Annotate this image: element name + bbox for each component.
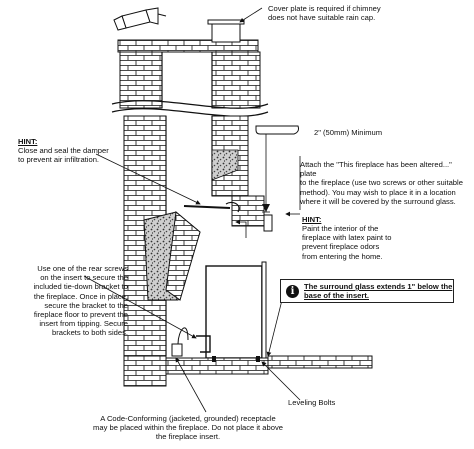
tie-down-bracket xyxy=(196,335,211,353)
surround-glass-note: The surround glass extends 1" below the … xyxy=(304,282,453,300)
electrical-receptacle xyxy=(171,327,189,357)
damper xyxy=(183,201,240,213)
receptacle-note: A Code-Conforming (jacketed, grounded) r… xyxy=(93,414,283,442)
leveling-bolts xyxy=(212,356,260,362)
chimney-cap xyxy=(117,19,259,53)
sealant-tube-icon xyxy=(113,7,167,31)
hint-paint-heading: HINT: xyxy=(302,215,321,224)
fireplace-insert xyxy=(205,265,263,359)
leveling-bolts-label: Leveling Bolts xyxy=(288,398,336,407)
hint-damper-heading: HINT: xyxy=(18,137,37,146)
section-break-lines xyxy=(111,100,269,117)
hint-damper-note: Close and seal the damper to prevent air… xyxy=(18,146,109,165)
cover-plate-note: Cover plate is required if chimney does … xyxy=(268,4,381,23)
hearth-floor xyxy=(123,355,373,387)
surround-glass-notice: i The surround glass extends 1" below th… xyxy=(280,279,454,303)
surround-glass xyxy=(261,261,267,363)
hint-damper-heading-text: HINT: xyxy=(18,137,38,146)
rear-screws-note: Use one of the rear screws on the insert… xyxy=(33,264,128,338)
mantel-ledge xyxy=(255,125,299,135)
leader-lines xyxy=(83,7,301,413)
minimum-clearance-label: 2" (50mm) Minimum xyxy=(314,128,383,137)
chimney-upper-walls xyxy=(119,51,261,109)
info-icon: i xyxy=(286,284,299,298)
attach-plate-note: Attach the "This fireplace has been alte… xyxy=(300,160,463,206)
clearance-dimension xyxy=(262,133,270,213)
hint-paint-note: Paint the interior of the fireplace with… xyxy=(302,224,392,261)
hint-paint-heading-text: HINT: xyxy=(302,215,322,224)
firebox-back-wall xyxy=(143,211,201,301)
altered-plate xyxy=(263,214,273,232)
